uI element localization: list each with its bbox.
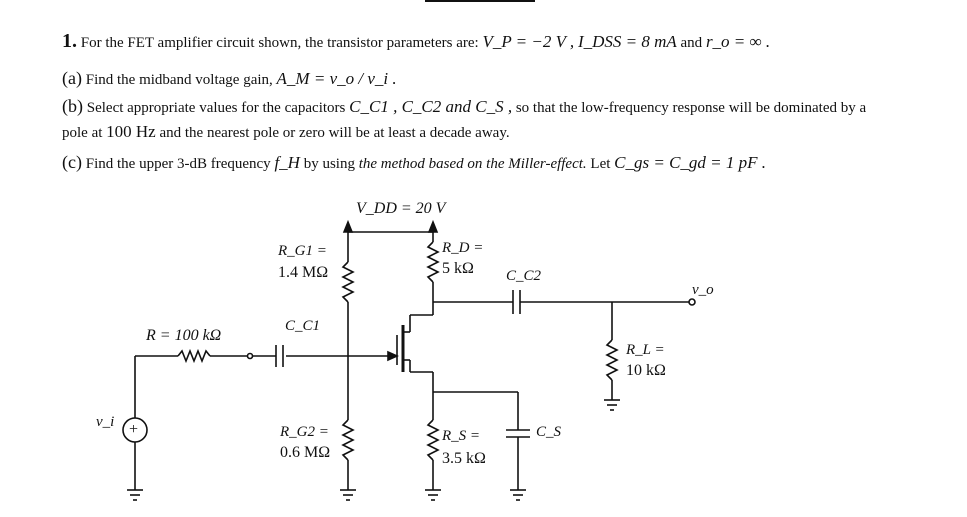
rd-value: 5 kΩ: [442, 260, 474, 277]
part-a: (a) Find the midband voltage gain, A_M =…: [62, 68, 397, 89]
problem-statement: 1. For the FET amplifier circuit shown, …: [62, 30, 770, 53]
part-b-text-2: so that the low-frequency response will …: [515, 100, 867, 116]
part-c-method: the method based on the Miller-effect.: [358, 156, 587, 172]
rg1-value: 1.4 MΩ: [278, 264, 329, 281]
part-b-continued: pole at 100 Hz and the nearest pole or z…: [62, 122, 510, 142]
part-b-line2-a: pole at: [62, 125, 103, 141]
vdd-label: V_DD = 20 V: [356, 200, 446, 217]
rg1-label: R_G1 =: [278, 243, 327, 259]
top-rule: [425, 0, 535, 2]
vdd-arrow-right: [427, 219, 439, 233]
vi-label: v_i: [96, 414, 115, 430]
rs-value: 3.5 kΩ: [442, 450, 486, 467]
part-a-label: (a): [62, 68, 82, 88]
part-b-caps: C_C1 , C_C2 and C_S ,: [349, 97, 513, 116]
rg2-label: R_G2 =: [280, 424, 329, 440]
cc2-label: C_C2: [506, 268, 542, 284]
rl-resistor: [605, 339, 619, 381]
part-c: (c) Find the upper 3-dB frequency f_H by…: [62, 152, 766, 173]
part-c-fh: f_H: [274, 153, 300, 172]
vdd-arrow-left: [342, 219, 354, 233]
part-c-label: (c): [62, 152, 82, 172]
and-word: and: [680, 35, 703, 51]
rg2-resistor: [341, 419, 355, 461]
part-b: (b) Select appropriate values for the ca…: [62, 96, 866, 117]
rg1-resistor: [341, 261, 355, 303]
part-b-line2-b: and the nearest pole or zero will be at …: [159, 125, 510, 141]
cs-label: C_S: [536, 424, 562, 440]
rg2-value: 0.6 MΩ: [280, 444, 331, 461]
vo-label: v_o: [692, 282, 714, 298]
rl-label: R_L =: [626, 342, 665, 358]
part-c-let: Let: [590, 156, 611, 172]
ro-equation: r_o = ∞ .: [705, 32, 771, 51]
part-a-equation: A_M = v_o / v_i .: [276, 69, 397, 88]
rl-value: 10 kΩ: [626, 362, 666, 379]
r-source-resistor: [177, 348, 211, 364]
problem-number: 1.: [62, 30, 77, 52]
cc1-label: C_C1: [285, 318, 321, 334]
rd-label: R_D =: [442, 240, 484, 256]
rd-resistor: [426, 241, 440, 283]
r-label: R = 100 kΩ: [146, 327, 222, 344]
rs-resistor: [426, 419, 440, 461]
vp-equation: V_P = −2 V ,: [482, 32, 575, 51]
part-a-text: Find the midband voltage gain,: [85, 72, 273, 88]
problem-intro: For the FET amplifier circuit shown, the…: [80, 35, 479, 51]
part-c-text-1: Find the upper 3-dB frequency: [85, 156, 271, 172]
vo-terminal: [688, 298, 696, 306]
rs-label: R_S =: [442, 428, 481, 444]
part-c-text-2: by using: [303, 156, 355, 172]
part-b-text-1: Select appropriate values for the capaci…: [86, 100, 346, 116]
vi-plus-sign: +: [129, 421, 138, 438]
idss-equation: I_DSS = 8 mA: [577, 32, 677, 51]
part-b-label: (b): [62, 96, 83, 116]
part-c-equation: C_gs = C_gd = 1 pF .: [614, 153, 767, 172]
part-b-frequency: 100 Hz: [106, 122, 156, 141]
